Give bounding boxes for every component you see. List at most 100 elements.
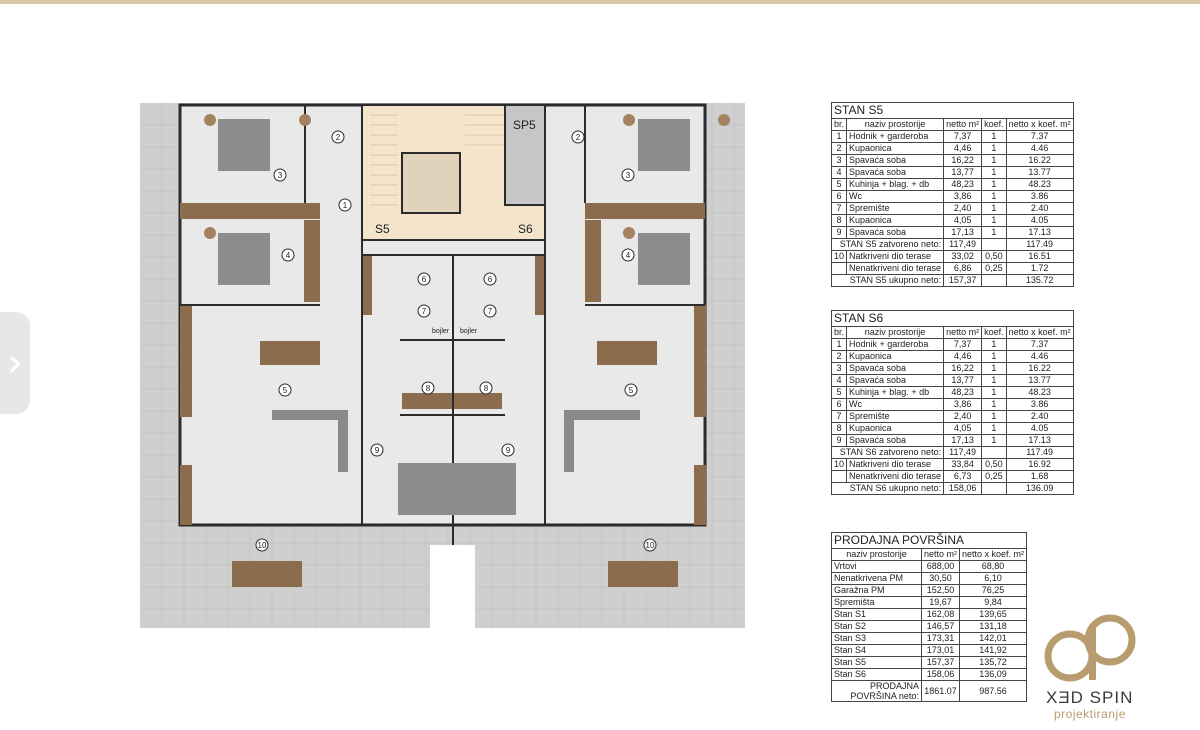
table-cell: 4.05: [1005, 422, 1074, 435]
table-cell: [830, 470, 848, 483]
table-cell: 1: [830, 338, 848, 351]
table-cell: 17.13: [1005, 226, 1074, 239]
company-logo-icon: [1044, 614, 1136, 682]
table-cell: 2.40: [1005, 410, 1074, 423]
table-cell: 2,40: [943, 202, 983, 215]
stan-s5-table: STAN S5 br. naziv prostorije netto m² ko…: [830, 102, 1074, 287]
room-number: 4: [626, 251, 631, 260]
room-number: 8: [426, 384, 431, 393]
table-cell: 13,77: [943, 166, 983, 179]
table-cell: 4.46: [1005, 142, 1074, 155]
room-number: 9: [506, 446, 511, 455]
table-cell: 157,37: [943, 274, 983, 287]
table-cell: 1: [981, 154, 1007, 167]
table-cell: 117,49: [943, 446, 983, 459]
table-cell: 48,23: [943, 178, 983, 191]
table-cell: 16.92: [1005, 458, 1074, 471]
table-cell: 3: [830, 154, 848, 167]
table-cell: Stan S5: [831, 656, 922, 669]
previous-page-arrow-icon[interactable]: ›: [0, 312, 30, 414]
bed: [218, 233, 270, 285]
table-cell: 1: [981, 178, 1007, 191]
table-cell: 1: [981, 374, 1007, 387]
table-cell: 3: [830, 362, 848, 375]
table-cell: Nenatkriveni dio terase: [846, 262, 945, 275]
table-cell: [981, 446, 1007, 459]
table-cell: 3.86: [1005, 190, 1074, 203]
table-cell: 162,08: [920, 608, 960, 621]
table-cell: 30,50: [920, 572, 960, 585]
storage-label: SP5: [513, 118, 536, 132]
table-cell: 0,25: [981, 470, 1007, 483]
table-cell: Wc: [846, 398, 945, 411]
room-number: 6: [488, 275, 493, 284]
table-cell: 1: [981, 214, 1007, 227]
table-cell: 17,13: [943, 434, 983, 447]
table-cell: 135.72: [1005, 274, 1074, 287]
table-cell: 9,84: [958, 596, 1028, 609]
table-cell: Stan S6: [831, 668, 922, 681]
floor-plan-drawing: 2 3 1 4 5 6 7 8 9 10 2 3 4 5 6 7 8 9 10 …: [140, 103, 745, 650]
table-cell: 10: [830, 250, 848, 263]
room-number: 4: [286, 251, 291, 260]
table-cell: 7,37: [943, 338, 983, 351]
table-cell: Spavaća soba: [846, 374, 945, 387]
table-cell: 10: [830, 458, 848, 471]
header-cell: netto m²: [943, 326, 983, 339]
table-cell: 1: [981, 434, 1007, 447]
table-cell: Kuhinja + blag. + db: [846, 386, 945, 399]
table-cell: 1: [981, 190, 1007, 203]
table-cell: 1: [981, 350, 1007, 363]
table-cell: 7: [830, 410, 848, 423]
table-cell: Kupaonica: [846, 142, 945, 155]
table-cell: 7.37: [1005, 130, 1074, 143]
table-cell: 6,86: [943, 262, 983, 275]
table-cell: 146,57: [920, 620, 960, 633]
room-number: 3: [278, 171, 283, 180]
table-cell: Spavaća soba: [846, 434, 945, 447]
table-cell: 117.49: [1005, 446, 1074, 459]
table-cell: STAN S5 zatvoreno neto:: [830, 238, 945, 251]
table-cell: [981, 238, 1007, 251]
prodajna-povrsina-table: PRODAJNA POVRŠINA naziv prostorije netto…: [831, 532, 1028, 702]
table-cell: 1.68: [1005, 470, 1074, 483]
header-cell: br.: [830, 118, 848, 131]
table-cell: 1: [981, 338, 1007, 351]
table-cell: 1861.07: [920, 680, 960, 702]
header-cell: br.: [830, 326, 848, 339]
table-cell: 4.46: [1005, 350, 1074, 363]
table-cell: 1: [981, 130, 1007, 143]
table-cell: 2,40: [943, 410, 983, 423]
table-cell: 117.49: [1005, 238, 1074, 251]
table-cell: 0,50: [981, 250, 1007, 263]
table-cell: 1: [981, 142, 1007, 155]
table-cell: Nenatkriveni dio terase: [846, 470, 945, 483]
table-cell: 4: [830, 166, 848, 179]
table-cell: 17,13: [943, 226, 983, 239]
table-cell: 3.86: [1005, 398, 1074, 411]
table-cell: STAN S5 ukupno neto:: [830, 274, 945, 287]
total-row: STAN S5 ukupno neto:157,37 135.72: [830, 274, 1074, 287]
room-number: 1: [343, 201, 348, 210]
table-cell: 139,65: [958, 608, 1028, 621]
table-cell: 1: [981, 202, 1007, 215]
table-cell: 16.22: [1005, 362, 1074, 375]
table-cell: 16,22: [943, 154, 983, 167]
table-cell: 16.51: [1005, 250, 1074, 263]
